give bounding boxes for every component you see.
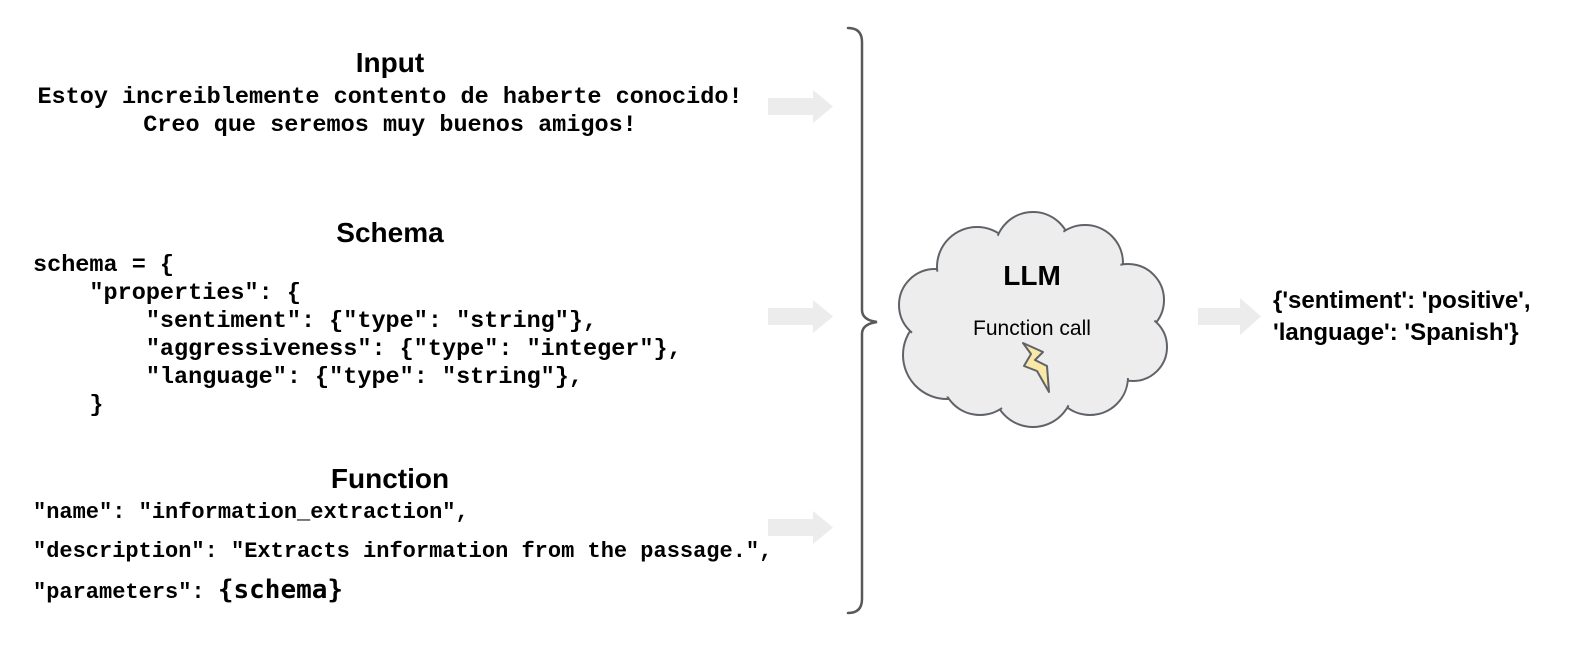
function-call-label: Function call [973,317,1091,340]
lightning-bolt-icon [1022,342,1050,393]
output-arrow-icon [1198,298,1261,335]
function-name-line: "name": "information_extraction", [33,500,469,525]
output-result-line-1: {'sentiment': 'positive', [1273,287,1531,314]
output-result-line-2: 'language': 'Spanish'} [1273,319,1519,346]
function-parameters-key: "parameters": [33,580,218,605]
grouping-brace [846,26,878,615]
input-arrow-icon [768,90,833,123]
function-arrow-icon [768,511,833,544]
llm-cloud-shape [898,211,1168,428]
function-parameters-line: "parameters": {schema} [33,571,772,612]
function-parameters-schema-ref: {schema} [217,575,344,605]
output-result-block: {'sentiment': 'positive', 'language': 'S… [1273,285,1573,349]
schema-section-title: Schema [336,217,444,248]
schema-arrow-icon [768,300,833,333]
input-text-line-2: Creo que seremos muy buenos amigos! [143,112,637,139]
schema-code-block: schema = { "properties": { "sentiment": … [33,252,682,419]
function-section-title: Function [330,463,450,494]
input-text-line-1: Estoy increiblemente contento de haberte… [37,84,743,111]
function-description-line: "description": "Extracts information fro… [33,539,773,564]
input-section-title: Input [355,47,425,78]
function-code-block: "name": "information_extraction", "descr… [33,493,772,612]
llm-label: LLM [1003,260,1061,291]
input-text-block: Estoy increiblemente contento de haberte… [20,84,760,140]
